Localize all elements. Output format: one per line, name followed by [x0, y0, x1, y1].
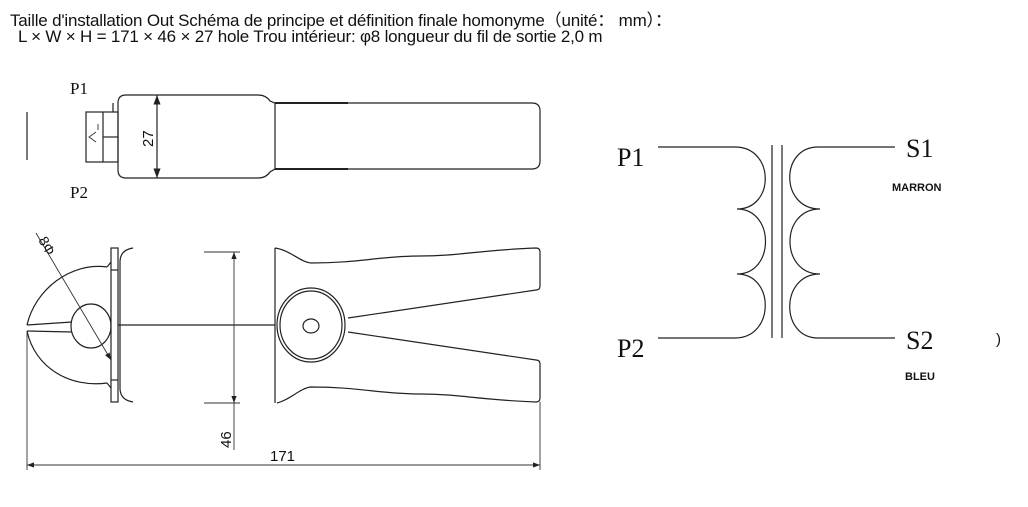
jaw-bottom-outline — [26, 330, 108, 385]
pivot-outer-circle — [276, 287, 346, 363]
stray-mark: ) — [996, 331, 1001, 348]
arrow-glyph-icon — [88, 131, 97, 143]
schematic-label-s2: S2 — [906, 326, 933, 355]
pivot-center-circle — [302, 318, 320, 334]
clamp-body-side — [117, 94, 541, 179]
side-label-p1: P1 — [70, 79, 88, 98]
connector-box — [85, 111, 119, 163]
upper-handle — [274, 247, 541, 319]
s1-wire-color: MARRON — [892, 182, 942, 194]
height-dimension-label: 27 — [140, 130, 157, 147]
clamp-plate — [110, 247, 119, 403]
length-dimension-label: 171 — [270, 448, 295, 465]
lower-handle — [276, 331, 541, 404]
front-view: 8Φ 46 171 — [26, 232, 541, 470]
primary-coil — [658, 146, 767, 339]
hole-diameter-line — [35, 232, 112, 361]
s2-wire-color: BLEU — [905, 371, 935, 383]
header-line-2: L × W × H = 171 × 46 × 27 hole Trou inté… — [18, 27, 603, 46]
transformer-schematic: P1 P2 S1 MARRON S2 BLEU ) — [617, 134, 1001, 383]
schematic-label-s1: S1 — [906, 134, 933, 163]
side-view: P1 P2 27 — [26, 79, 541, 202]
schematic-label-p2: P2 — [617, 334, 644, 363]
secondary-coil — [789, 146, 895, 339]
jaw-top-outline — [26, 265, 108, 326]
schematic-label-p1: P1 — [617, 143, 644, 172]
header-line-1: Taille d'installation Out Schéma de prin… — [10, 11, 672, 30]
width-dimension-label: 46 — [218, 431, 235, 448]
side-label-p2: P2 — [70, 183, 88, 202]
